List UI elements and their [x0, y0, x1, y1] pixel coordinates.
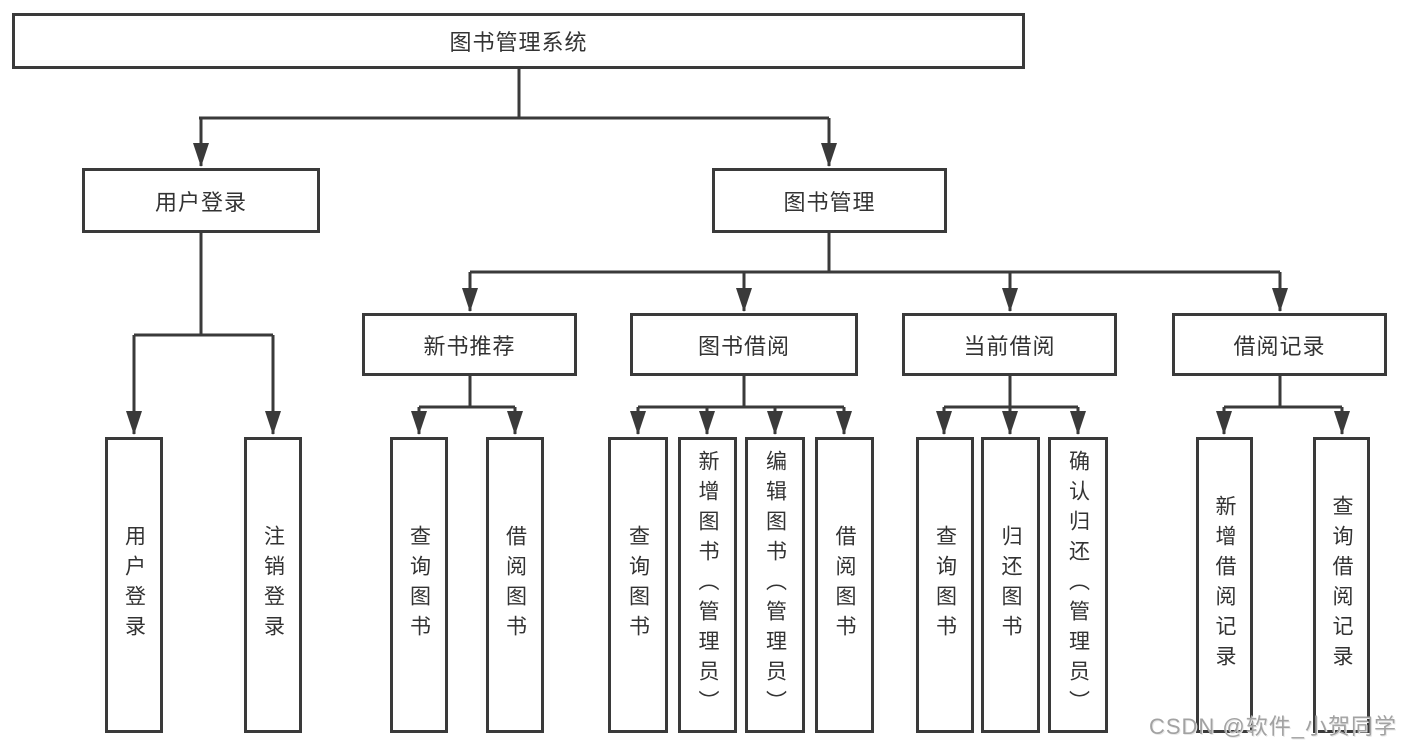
connector-borrow-records-children — [1216, 376, 1350, 435]
leaf-logout: 注销登录 — [244, 437, 302, 733]
connector-book-borrow-children — [630, 376, 852, 435]
connector-user-login-children — [126, 233, 281, 435]
leaf-add-borrow-record: 新增借阅记录 — [1196, 437, 1253, 733]
node-book-borrow: 图书借阅 — [630, 313, 858, 376]
leaf-confirm-return-admin: 确认归还（管理员） — [1048, 437, 1108, 733]
node-label: 查询图书 — [933, 525, 957, 645]
csdn-watermark: CSDN @软件_小贺同学 — [1148, 714, 1397, 739]
node-label: 归还图书 — [999, 525, 1022, 645]
node-label: 当前借阅 — [963, 333, 1056, 359]
node-book-management: 图书管理 — [712, 168, 947, 233]
node-label: 确认归还（管理员） — [1066, 450, 1090, 720]
leaf-query-borrow-record: 查询借阅记录 — [1313, 437, 1370, 733]
node-label: 查询图书 — [407, 525, 431, 645]
connector-new-book-children — [411, 376, 523, 435]
node-label: 注销登录 — [261, 525, 285, 645]
leaf-query-book-current: 查询图书 — [916, 437, 974, 733]
node-label: 用户登录 — [154, 189, 247, 215]
node-label: 查询图书 — [626, 525, 650, 645]
leaf-edit-book-admin: 编辑图书（管理员） — [745, 437, 805, 733]
node-label: 借阅图书 — [833, 525, 856, 645]
leaf-return-book: 归还图书 — [981, 437, 1040, 733]
node-label: 新书推荐 — [423, 333, 516, 359]
connector-current-borrow-children — [936, 376, 1086, 435]
node-user-login: 用户登录 — [82, 168, 320, 233]
node-label: 图书管理 — [783, 189, 876, 215]
leaf-borrow-book-borrow: 借阅图书 — [815, 437, 874, 733]
connector-book-mgmt-to-level3 — [462, 233, 1288, 312]
leaf-add-book-admin: 新增图书（管理员） — [678, 437, 737, 733]
node-label: 借阅记录 — [1233, 333, 1326, 359]
leaf-query-book-borrow: 查询图书 — [608, 437, 668, 733]
node-borrow-records: 借阅记录 — [1172, 313, 1387, 376]
node-root: 图书管理系统 — [12, 13, 1025, 69]
node-label: 图书借阅 — [697, 333, 790, 359]
leaf-user-login: 用户登录 — [105, 437, 163, 733]
node-label: 新增图书（管理员） — [696, 450, 719, 720]
leaf-query-book-newrec: 查询图书 — [390, 437, 448, 733]
node-label: 用户登录 — [122, 525, 146, 645]
connector-root-to-level2 — [193, 69, 837, 167]
node-label: 编辑图书（管理员） — [763, 450, 787, 720]
node-label: 借阅图书 — [503, 525, 527, 645]
node-current-borrow: 当前借阅 — [902, 313, 1117, 376]
node-label: 查询借阅记录 — [1330, 495, 1353, 675]
leaf-borrow-book-newrec: 借阅图书 — [486, 437, 544, 733]
node-label: 图书管理系统 — [449, 30, 588, 55]
node-label: 新增借阅记录 — [1213, 495, 1236, 675]
node-new-book-recommend: 新书推荐 — [362, 313, 577, 376]
